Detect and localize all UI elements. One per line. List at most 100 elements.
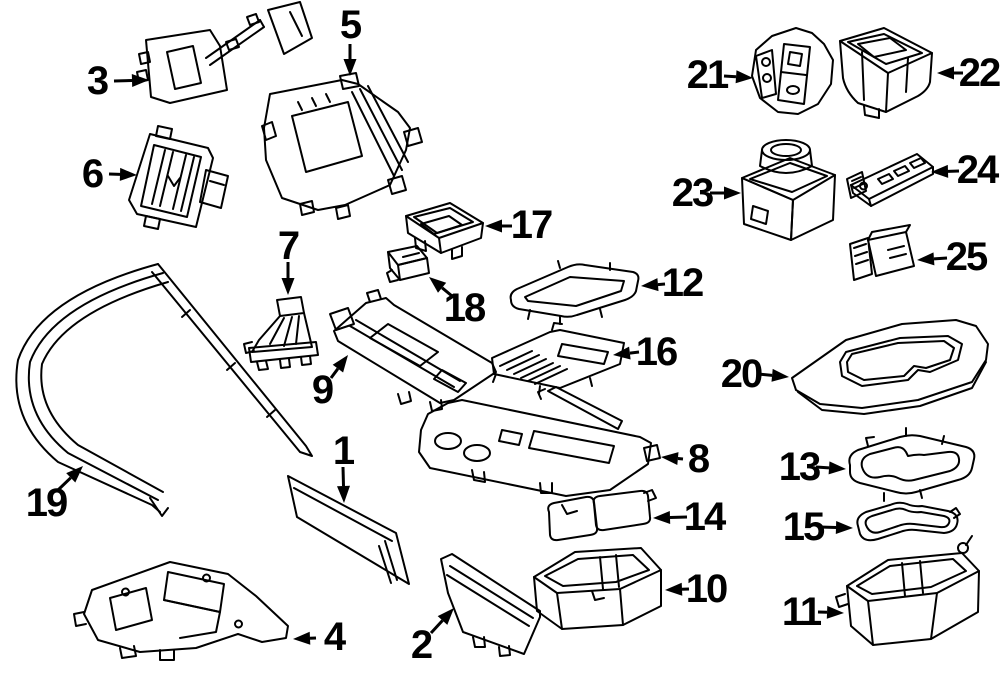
part-6-outline — [172, 154, 187, 210]
part-2-outline — [449, 565, 534, 619]
part-24-outline — [893, 165, 910, 177]
part-1-callout-line — [341, 466, 345, 487]
part-12-label: 12 — [662, 261, 703, 305]
part-5-outline — [403, 127, 423, 147]
part-19-shape — [15, 263, 313, 517]
part-12-shape — [509, 260, 640, 325]
part-18-outline — [397, 257, 430, 281]
part-11-outline — [867, 600, 874, 646]
part-2-outline — [498, 645, 511, 657]
part-22-outline — [885, 52, 933, 113]
part-3-outline — [145, 29, 228, 104]
part-11-shape — [835, 535, 980, 646]
part-22-outline — [857, 37, 907, 58]
part-25-callout-line — [933, 256, 948, 261]
part-3-outline — [138, 51, 151, 65]
part-10-outline — [615, 554, 620, 588]
part-7-arrowhead-icon — [281, 278, 295, 295]
part-6-outline — [128, 133, 214, 228]
part-25-outline — [853, 243, 867, 249]
part-23-outline — [770, 143, 802, 157]
part-6-outline — [209, 180, 225, 186]
part-23-outline — [749, 162, 828, 193]
part-10-outline — [544, 554, 650, 587]
part-5-outline — [297, 101, 303, 111]
part-23-outline — [741, 177, 794, 241]
part-22-outline — [863, 105, 880, 119]
part-14-outline — [643, 489, 657, 502]
part-4-outline — [159, 649, 175, 661]
part-10-outline — [556, 592, 563, 630]
part-12-outline — [599, 308, 603, 318]
part-25-outline — [855, 259, 869, 265]
part-11-outline — [957, 542, 969, 554]
part-12-outline — [557, 260, 561, 269]
part-4-outline — [121, 587, 130, 597]
part-4-outline — [73, 611, 87, 627]
part-3-outline — [209, 26, 265, 66]
part-19-outline — [151, 263, 313, 457]
part-8-outline — [643, 444, 661, 462]
part-7-outline — [279, 358, 291, 369]
part-24-outline — [909, 157, 926, 169]
part-12-callout-line — [657, 282, 666, 287]
part-5-outline — [325, 93, 331, 103]
part-6-shape — [128, 125, 229, 230]
part-8-outline — [463, 444, 491, 462]
part-3-outline — [166, 45, 202, 90]
part-25-arrowhead-icon — [917, 252, 935, 266]
part-6-label: 6 — [82, 152, 103, 196]
part-1-label: 1 — [333, 429, 355, 473]
part-13-callout-line — [815, 465, 830, 470]
part-7-label: 7 — [278, 224, 299, 268]
part-2-outline — [440, 553, 541, 655]
part-10-outline — [533, 569, 662, 630]
part-17-outline — [451, 246, 463, 260]
part-8-outline — [528, 430, 615, 464]
part-18-outline — [402, 252, 420, 258]
part-18-shape — [386, 245, 430, 283]
part-3-callout-line — [113, 79, 133, 83]
part-11-outline — [965, 535, 973, 546]
part-21-callout-line — [723, 74, 737, 79]
part-11-outline — [846, 570, 980, 646]
part-5-arrowhead-icon — [343, 59, 357, 76]
part-25-outline — [849, 237, 873, 281]
part-24-shape — [846, 153, 934, 207]
part-17-outline — [413, 207, 474, 234]
part-19-callout-line — [55, 476, 72, 493]
part-15-label: 15 — [783, 505, 825, 549]
part-2-label: 2 — [411, 623, 432, 667]
part-19-outline — [266, 409, 276, 418]
part-10-label: 10 — [686, 567, 727, 611]
part-21-outline — [755, 49, 777, 99]
part-8-outline — [539, 482, 553, 494]
part-19-outline — [226, 362, 236, 371]
part-1-outline — [378, 545, 392, 584]
part-16-shape — [491, 322, 625, 395]
part-16-outline — [513, 358, 547, 375]
part-14-arrowhead-icon — [653, 511, 671, 524]
part-11-outline — [835, 593, 849, 608]
part-8-outline — [418, 399, 652, 497]
part-12-arrowhead-icon — [641, 278, 659, 292]
part-5-shape — [261, 72, 423, 220]
part-18-callout-line — [441, 286, 453, 298]
part-6-arrowhead-icon — [119, 167, 137, 181]
part-24-outline — [877, 173, 894, 185]
part-16-outline — [492, 373, 497, 383]
part-7-outline — [283, 316, 293, 347]
part-25-shape — [849, 224, 915, 281]
part-5-outline — [351, 91, 395, 177]
part-17-outline — [420, 215, 463, 235]
part-11-arrowhead-icon — [826, 605, 844, 619]
part-6-outline — [159, 151, 174, 207]
part-3-outline — [259, 19, 265, 28]
part-4-outline — [202, 573, 211, 583]
part-8-outline — [537, 388, 546, 400]
part-9-callout-line — [329, 367, 340, 379]
part-21-outline — [786, 85, 800, 95]
part-1-shape — [287, 475, 410, 585]
part-12-outline — [509, 263, 640, 318]
